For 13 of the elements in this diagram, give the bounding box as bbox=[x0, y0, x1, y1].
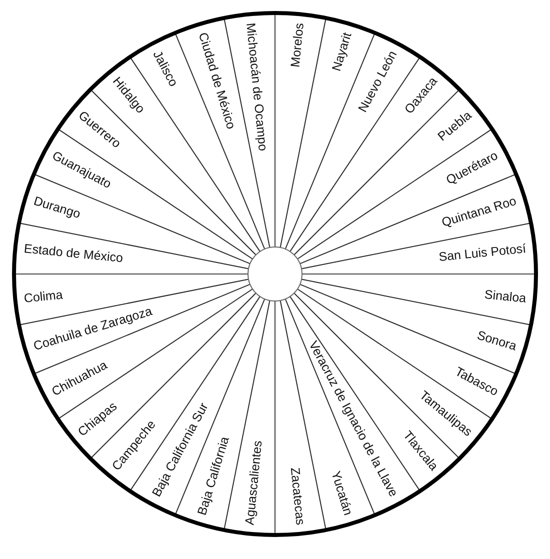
sector-label: Ciudad de México bbox=[194, 30, 238, 131]
sector-label: Zacatecas bbox=[286, 466, 308, 526]
sector-label: Yucatán bbox=[328, 470, 356, 518]
sector-label: Michoacán de Ocampo bbox=[242, 22, 270, 152]
sector-label: Aguascalientes bbox=[242, 440, 266, 526]
sector-label: Estado de México bbox=[23, 242, 124, 266]
sector-label: Sonora bbox=[475, 328, 518, 354]
sector-label: Coahuila de Zaragoza bbox=[32, 304, 154, 354]
sector-label: Nayarit bbox=[329, 30, 356, 73]
sector-label: San Luis Potosí bbox=[438, 242, 527, 266]
sector-label: Sinaloa bbox=[484, 287, 527, 306]
sector-label: Colima bbox=[23, 287, 64, 306]
sector-label: Morelos bbox=[288, 22, 308, 68]
